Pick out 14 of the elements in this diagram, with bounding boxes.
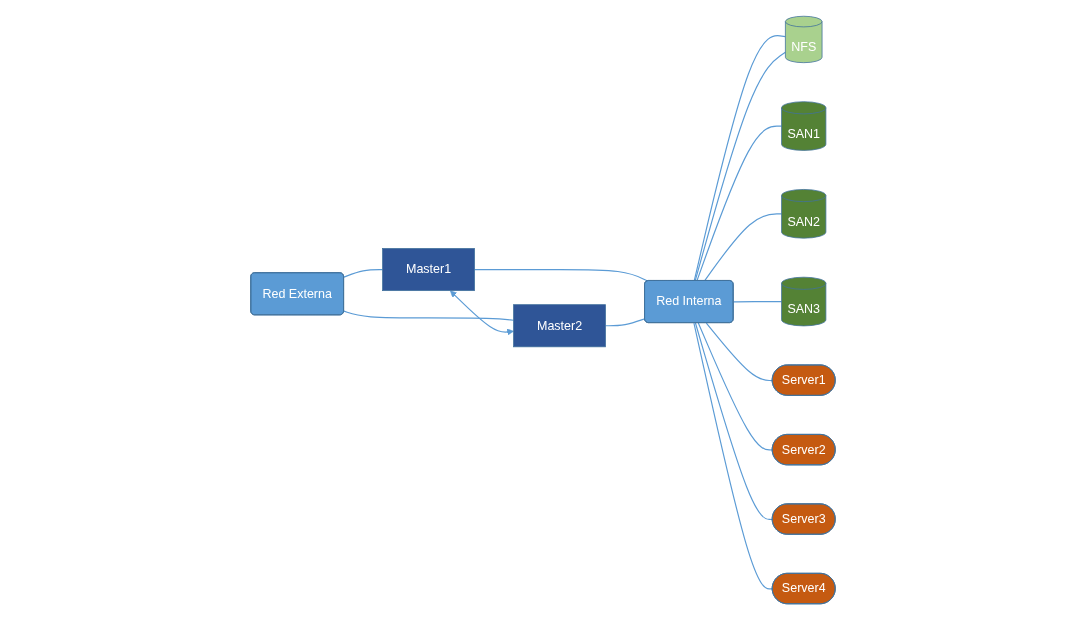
connector <box>694 322 774 521</box>
connector <box>473 268 649 282</box>
connector <box>705 322 774 382</box>
connector <box>343 310 515 321</box>
connector <box>693 322 774 590</box>
connector <box>604 318 646 327</box>
node-box: Master1 <box>382 248 475 291</box>
arrow <box>450 290 514 336</box>
connector <box>696 125 783 282</box>
connector <box>733 300 783 303</box>
connector <box>343 268 384 278</box>
node-box: Master2 <box>513 304 606 348</box>
connector <box>704 213 783 282</box>
connector <box>697 322 774 451</box>
